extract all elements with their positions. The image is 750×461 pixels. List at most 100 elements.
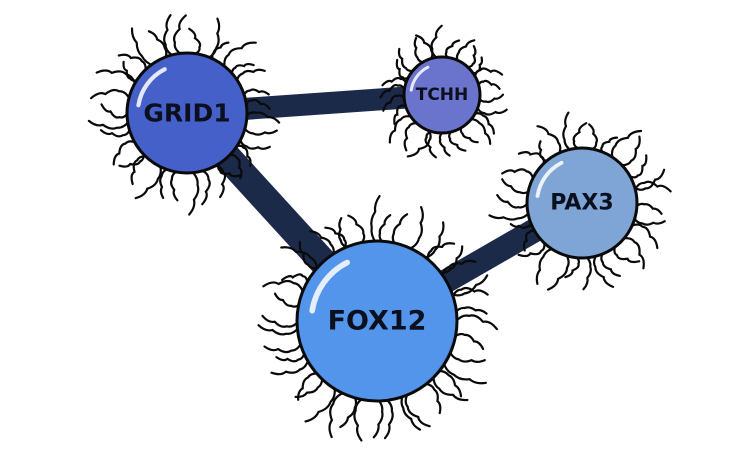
cilium <box>625 154 648 179</box>
cilium <box>309 230 335 258</box>
cilium <box>421 221 445 260</box>
cilium <box>328 391 347 439</box>
cilium <box>397 47 417 73</box>
cilium <box>631 168 666 191</box>
cilium <box>281 273 309 287</box>
node-label-fox12: FOX12 <box>328 306 427 337</box>
cilium <box>453 314 498 331</box>
cilium <box>592 252 615 288</box>
cilium <box>257 324 301 336</box>
cilium <box>198 168 211 206</box>
cilium <box>435 369 463 398</box>
node-circle-tchh <box>402 55 482 135</box>
cilium <box>372 397 384 439</box>
cilium <box>225 153 243 180</box>
cilium <box>600 136 619 156</box>
cilium <box>600 250 621 277</box>
cilium <box>347 214 366 246</box>
cilium <box>87 119 131 130</box>
cilium <box>442 361 487 385</box>
cilium <box>211 164 227 199</box>
cilium <box>99 126 132 138</box>
cilium <box>588 123 598 152</box>
cilium <box>613 242 641 264</box>
cilium <box>471 112 495 135</box>
cilium <box>535 247 556 285</box>
cilium <box>338 217 350 250</box>
cilium <box>438 129 451 157</box>
cilium <box>100 103 131 119</box>
cilium <box>273 292 302 308</box>
cilium <box>339 394 358 429</box>
cilium <box>448 349 486 363</box>
cilium <box>370 194 381 245</box>
cilium <box>426 242 456 264</box>
cilium <box>536 125 562 157</box>
cilium <box>476 93 505 104</box>
cilium <box>436 245 464 274</box>
cilium <box>463 45 477 69</box>
node-highlight-fox12 <box>309 259 350 314</box>
cilium <box>610 129 643 162</box>
cilium <box>415 34 434 63</box>
cilium <box>501 168 535 183</box>
cilium <box>501 178 532 195</box>
cilium <box>618 135 641 167</box>
cilium <box>546 252 570 291</box>
cilium <box>235 68 266 84</box>
cilium <box>294 375 324 399</box>
cilium <box>517 238 546 258</box>
cilium <box>407 206 424 251</box>
cilium <box>298 240 321 270</box>
cilium <box>449 274 489 297</box>
cilium <box>476 79 501 90</box>
cilium <box>404 391 431 428</box>
cilium <box>388 115 415 144</box>
cilium <box>134 163 162 200</box>
cilium <box>188 27 202 57</box>
cilium <box>379 83 408 99</box>
cilium <box>130 27 155 67</box>
cilium <box>211 41 230 63</box>
cilium <box>467 117 492 145</box>
cilium <box>391 213 409 247</box>
cilium <box>452 332 485 351</box>
cilium <box>147 30 168 61</box>
cilium <box>383 397 394 440</box>
cilium <box>422 382 442 415</box>
cilium <box>223 41 257 71</box>
cilium <box>572 122 588 152</box>
node-highlight-pax3 <box>535 160 564 198</box>
cilium <box>430 24 443 61</box>
node-label-tchh: TCHH <box>416 85 469 105</box>
node-label-pax3: PAX3 <box>550 191 613 216</box>
cilium <box>242 125 278 136</box>
cilium <box>453 306 488 315</box>
cilium <box>122 60 141 82</box>
cilium <box>188 169 200 216</box>
cilium <box>522 229 540 252</box>
cilium <box>90 88 132 102</box>
node-tchh: TCHH <box>402 55 482 135</box>
cilium <box>444 39 461 61</box>
cilium <box>232 144 252 168</box>
cilium <box>582 254 592 291</box>
cilium <box>262 279 305 296</box>
node-highlight-grid1 <box>136 67 167 108</box>
cilium <box>381 76 409 88</box>
cilium <box>117 53 147 74</box>
cilium <box>263 340 303 354</box>
cilium <box>403 122 421 152</box>
cilium <box>112 140 139 166</box>
cilium <box>395 58 413 80</box>
cilium <box>241 88 270 99</box>
cilium <box>628 223 659 250</box>
cilium <box>564 254 581 279</box>
cilia-layer <box>87 14 672 442</box>
node-label-grid1: GRID1 <box>143 99 230 128</box>
cilium <box>562 111 573 153</box>
cilium <box>275 349 307 363</box>
cilium <box>159 167 170 199</box>
cilium <box>324 226 347 252</box>
